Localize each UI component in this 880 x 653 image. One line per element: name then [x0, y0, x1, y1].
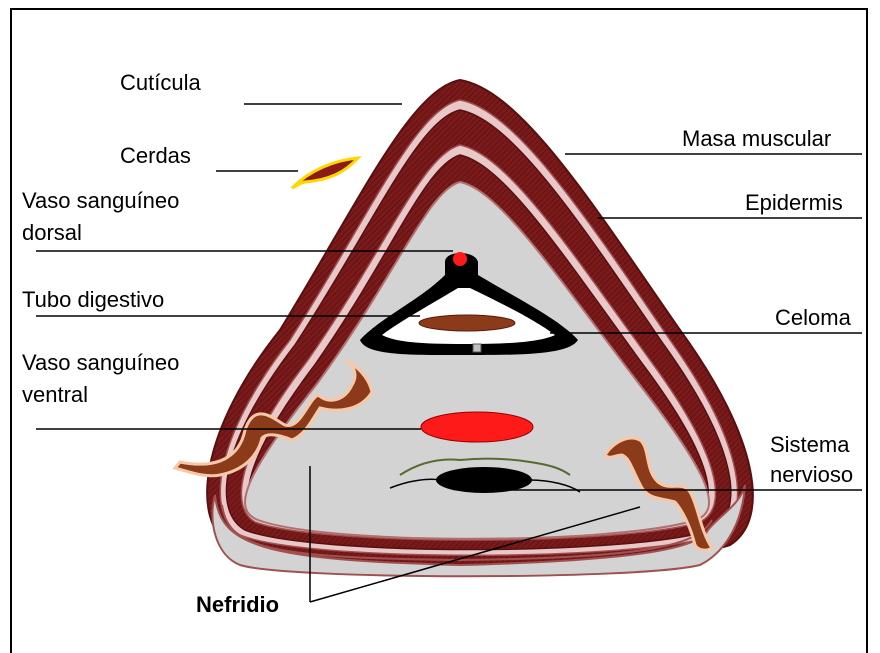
ventral-blood-vessel — [421, 412, 533, 442]
typhlosole — [419, 315, 515, 331]
label-vaso-dorsal-line1: Vaso sanguíneo — [22, 188, 179, 214]
label-cerdas: Cerdas — [120, 143, 191, 169]
ventral-nerve-cord — [436, 467, 532, 493]
label-vaso-ventral-line2: ventral — [22, 382, 88, 408]
label-sistema-nervioso-line1: Sistema — [770, 432, 849, 458]
label-tubo-digestivo: Tubo digestivo — [22, 287, 164, 313]
label-nefridio: Nefridio — [196, 592, 279, 618]
label-vaso-ventral-line1: Vaso sanguíneo — [22, 350, 179, 376]
celoma-marker — [473, 344, 481, 352]
label-cuticula: Cutícula — [120, 70, 201, 96]
dorsal-blood-vessel — [453, 252, 467, 266]
seta — [292, 158, 358, 188]
label-celoma: Celoma — [775, 305, 851, 331]
label-sistema-nervioso-line2: nervioso — [770, 462, 853, 488]
label-vaso-dorsal-line2: dorsal — [22, 220, 82, 246]
label-epidermis: Epidermis — [745, 190, 843, 216]
label-masa-muscular: Masa muscular — [682, 126, 831, 152]
